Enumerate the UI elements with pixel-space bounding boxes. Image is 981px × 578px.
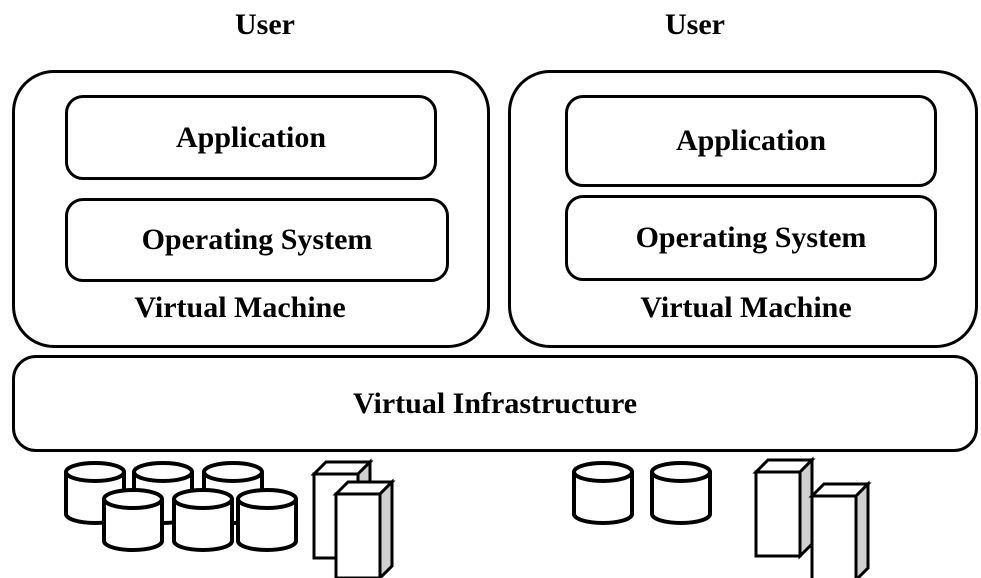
application-box: Application — [65, 95, 437, 180]
virtual-infrastructure-box: Virtual Infrastructure — [12, 355, 978, 452]
application-label: Application — [175, 120, 327, 154]
operating-system-box: Operating System — [65, 198, 449, 282]
application-box: Application — [565, 95, 937, 187]
virtual-infrastructure-label: Virtual Infrastructure — [352, 386, 638, 420]
application-label: Application — [675, 124, 827, 157]
server-icon — [334, 480, 394, 578]
operating-system-box: Operating System — [565, 195, 937, 281]
user-label-left: User — [235, 8, 295, 41]
disk-icon — [172, 488, 234, 552]
disk-icon — [650, 461, 712, 525]
operating-system-label: Operating System — [141, 223, 373, 256]
virtual-machine-left: Application Operating System Virtual Mac… — [12, 70, 490, 348]
user-label-right: User — [665, 8, 725, 41]
disk-icon — [572, 461, 634, 525]
virtual-machine-right: Application Operating System Virtual Mac… — [508, 70, 978, 348]
server-icon — [754, 458, 814, 558]
operating-system-label: Operating System — [635, 221, 867, 254]
disk-icon — [236, 488, 298, 552]
virtual-machine-label: Virtual Machine — [640, 291, 852, 324]
virtual-machine-label: Virtual Machine — [134, 291, 346, 324]
server-icon — [810, 482, 870, 578]
